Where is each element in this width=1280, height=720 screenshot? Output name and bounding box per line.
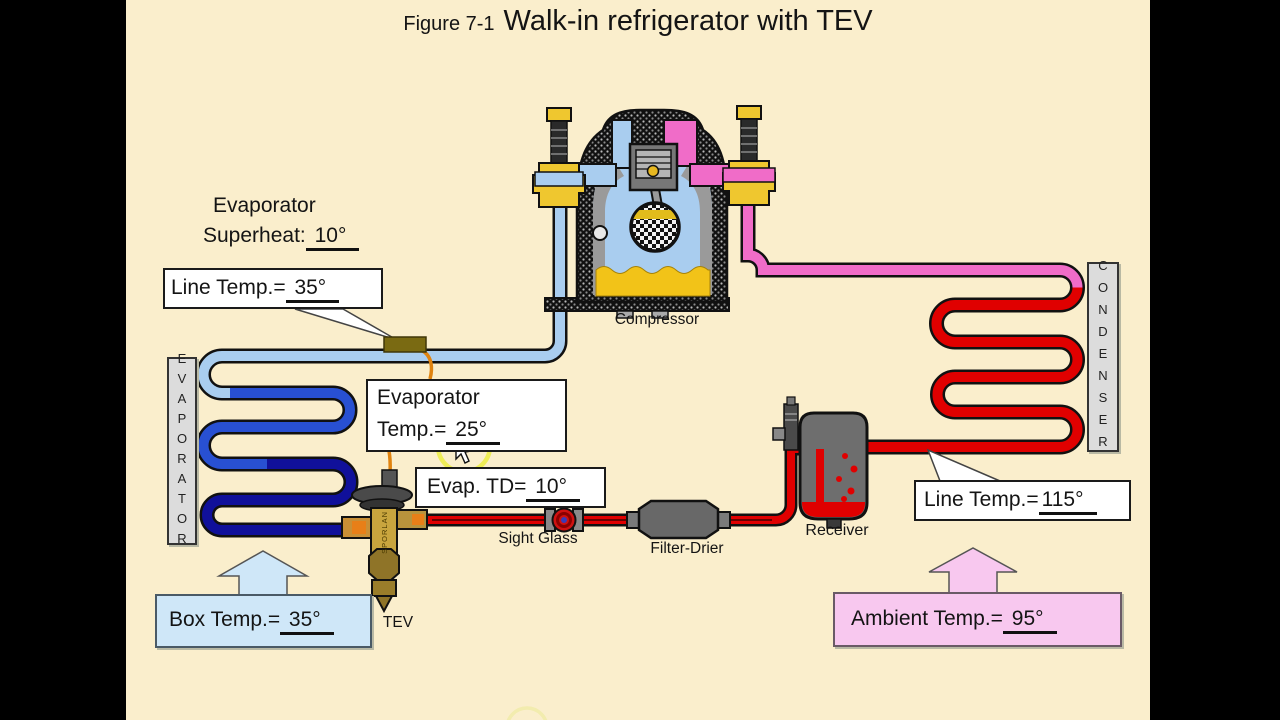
evaporator-coil	[196, 203, 568, 538]
suction-service-valve	[532, 107, 586, 208]
liquid-line-temp-callout: Line Temp.=115°	[914, 480, 1131, 521]
ambient-temp-callout: Ambient Temp.= 95°	[833, 592, 1122, 647]
superheat-value: 10°	[305, 224, 360, 251]
evap-td-callout: Evap. TD= 10°	[415, 467, 606, 508]
compressor-graphic	[532, 105, 776, 319]
discharge-service-valve	[722, 105, 776, 206]
box-temp-arrow	[216, 550, 310, 597]
evaporator-temp-callout: Evaporator Temp.= 25°	[366, 379, 567, 452]
tev-brand-label: SPORLAN	[380, 511, 389, 554]
receiver-valve-stem	[783, 403, 799, 451]
sensing-bulb	[383, 336, 427, 353]
refrigerant-droplets	[836, 453, 858, 502]
liquid-line-temp-value: 115°	[1038, 488, 1097, 515]
tev-valve	[341, 348, 434, 614]
receiver-tank	[772, 396, 869, 529]
receiver-drain-plug	[826, 518, 842, 529]
figure-number: Figure 7-1	[403, 13, 495, 35]
compressor-oil	[595, 266, 711, 297]
evaporator-label: EVAPORATOR	[167, 351, 197, 551]
evaporator-cold-segment	[202, 459, 356, 535]
condenser-label: CONDENSER	[1087, 258, 1119, 456]
highlight-circle-bottom	[506, 706, 548, 720]
tev-label: TEV	[382, 614, 414, 631]
box-temp-callout: Box Temp.= 35°	[155, 594, 372, 648]
receiver-valve-port	[772, 427, 786, 441]
superheat-callout: Evaporator Superheat: 10°	[203, 191, 360, 251]
box-temp-value: 35°	[280, 608, 334, 635]
evap-td-value: 10°	[526, 475, 581, 502]
condenser-hot-segment	[867, 287, 1083, 452]
discharge-line	[743, 203, 1083, 288]
letterbox-right	[1150, 0, 1280, 720]
condenser-coil	[740, 203, 1085, 455]
suction-line	[198, 203, 565, 398]
oil-sight-glass	[592, 225, 608, 241]
sight-glass-graphic	[544, 507, 584, 533]
evaporator-temp-value: 25°	[446, 418, 501, 445]
receiver-label: Receiver	[805, 522, 869, 539]
figure-name: Walk-in refrigerator with TEV	[503, 5, 873, 37]
callout-pointer-line-temp-35	[294, 308, 398, 341]
ambient-arrow	[928, 547, 1018, 595]
suction-line-temp-value: 35°	[285, 276, 340, 303]
filter-drier-label: Filter-Drier	[650, 540, 724, 557]
compressor-label: Compressor	[614, 311, 700, 328]
evaporator-mid-segment	[198, 388, 355, 469]
callout-pointer-line-temp-115	[926, 448, 1001, 482]
letterbox-left	[0, 0, 126, 720]
sight-glass-label: Sight Glass	[498, 530, 578, 547]
suction-line-temp-callout: Line Temp.= 35°	[163, 268, 383, 309]
figure-title: Figure 7-1 Walk-in refrigerator with TEV	[126, 5, 1150, 38]
receiver-liquid	[802, 502, 865, 517]
ambient-temp-value: 95°	[1002, 607, 1057, 634]
filter-drier-graphic	[626, 499, 731, 540]
tev-body	[370, 507, 398, 556]
